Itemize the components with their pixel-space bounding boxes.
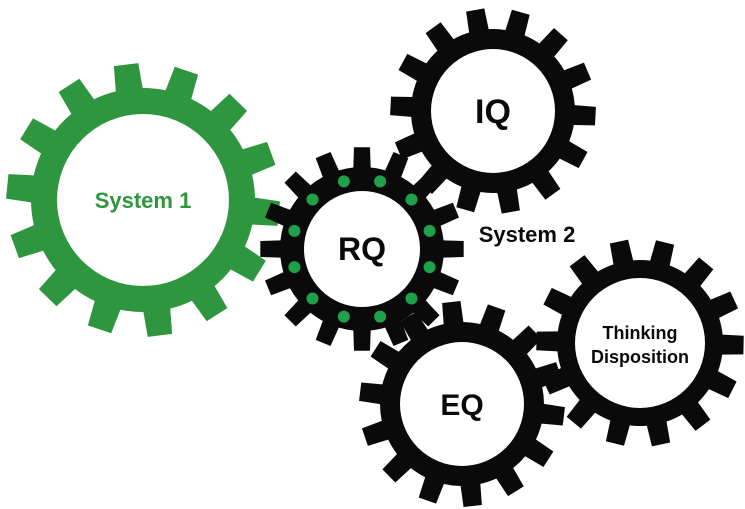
gear-rq-label: RQ xyxy=(338,231,386,267)
gear-eq-label-line: EQ xyxy=(440,389,483,422)
gear-rq-dot xyxy=(306,292,319,305)
gear-eq-label: EQ xyxy=(440,389,483,422)
gear-system1-hub xyxy=(57,114,229,286)
gear-rq-label-line: RQ xyxy=(338,231,386,267)
gear-rq-hub xyxy=(304,191,420,307)
gear-rq-dot xyxy=(337,175,350,188)
gear-rq-dot xyxy=(374,175,387,188)
gear-rq-dot xyxy=(288,224,301,237)
gear-rq-dot xyxy=(423,224,436,237)
gear-thinking-label-line: Disposition xyxy=(591,347,689,367)
gear-thinking-label-line: Thinking xyxy=(603,323,678,343)
gear-eq-hub xyxy=(400,342,524,466)
gear-iq-label-line: IQ xyxy=(475,93,511,131)
gear-system1-label-line: System 1 xyxy=(95,188,192,213)
gear-rq-dots xyxy=(288,175,436,323)
gear-iq-label: IQ xyxy=(475,93,511,131)
gear-rq-dot xyxy=(405,193,418,206)
gear-system1-label: System 1 xyxy=(95,188,192,213)
gear-rq-dot xyxy=(374,310,387,323)
gear-rq-dot xyxy=(306,193,319,206)
gear-thinking-hub xyxy=(575,278,705,408)
system-2-label: System 2 xyxy=(479,222,576,247)
gear-iq: IQ xyxy=(390,8,596,214)
label-layer: System 2 xyxy=(479,222,576,247)
gear-rq-dot xyxy=(288,261,301,274)
gear-rq-dot xyxy=(405,292,418,305)
gear-rq-dot xyxy=(337,310,350,323)
gear-iq-hub xyxy=(431,49,555,173)
gear-system1: System 1 xyxy=(6,63,280,337)
gear-eq: EQ xyxy=(359,301,565,507)
gear-rq-dot xyxy=(423,261,436,274)
gear-rq: RQ xyxy=(260,147,464,351)
